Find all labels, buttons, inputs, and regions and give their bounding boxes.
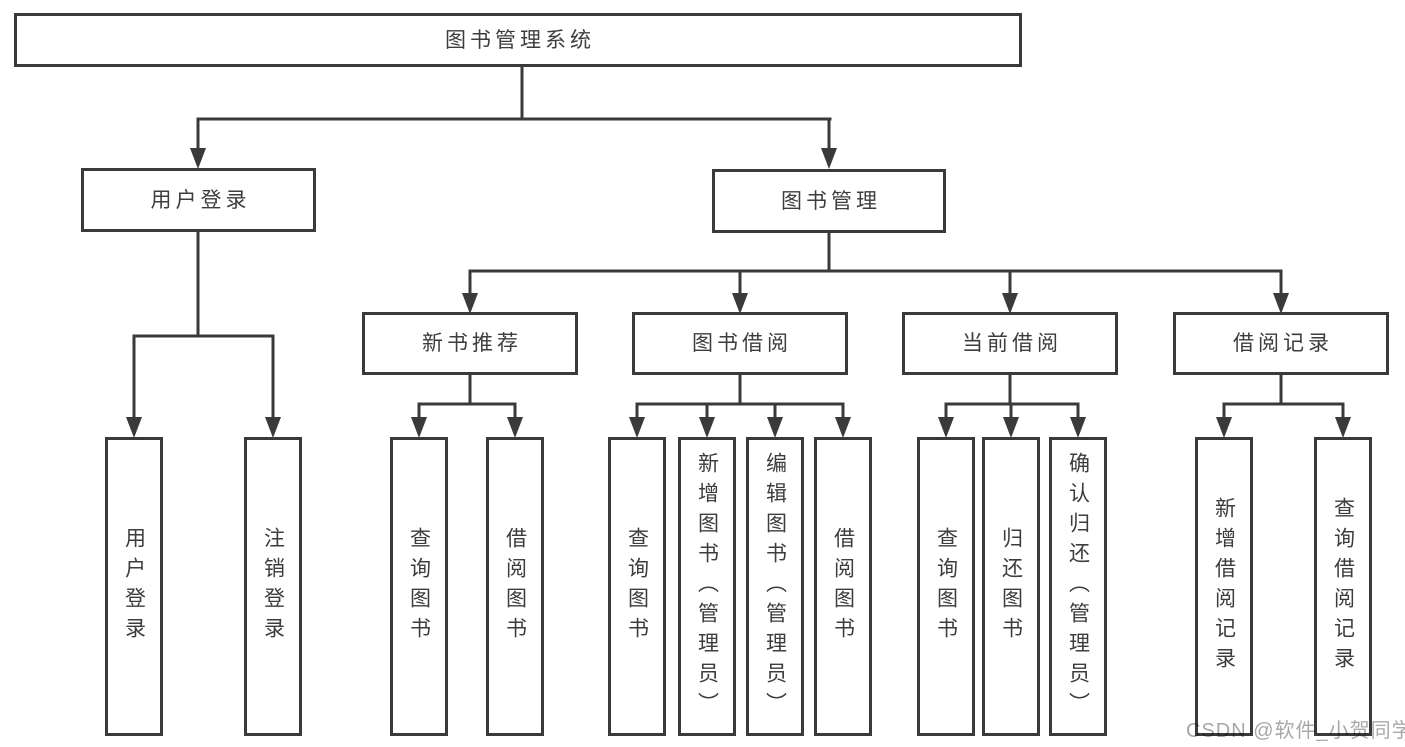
node-borrowing-records-label: 借阅记录	[1233, 332, 1333, 355]
node-new-book-recommendation: 新书推荐	[362, 312, 578, 375]
node-current-borrowing-label: 当前借阅	[962, 332, 1062, 355]
leaf-cb-query-books: 查询图书	[917, 437, 975, 736]
leaf-br-add-borrow-record: 新增借阅记录	[1195, 437, 1253, 736]
leaf-nbr-borrow-books-label: 借阅图书	[503, 526, 527, 647]
leaf-cb-return-books: 归还图书	[982, 437, 1040, 736]
leaf-bb-add-books-admin-label: 新增图书（管理员）	[695, 451, 719, 722]
csdn-watermark: CSDN @软件_小贺同学	[1186, 720, 1405, 742]
node-book-borrowing: 图书借阅	[632, 312, 848, 375]
node-root-label: 图书管理系统	[445, 28, 595, 52]
leaf-br-query-borrow-record-label: 查询借阅记录	[1331, 496, 1355, 677]
leaf-br-add-borrow-record-label: 新增借阅记录	[1212, 496, 1236, 677]
leaf-user-login: 用户登录	[105, 437, 163, 736]
node-new-book-recommendation-label: 新书推荐	[422, 332, 522, 355]
leaf-bb-add-books-admin: 新增图书（管理员）	[678, 437, 736, 736]
leaf-br-query-borrow-record: 查询借阅记录	[1314, 437, 1372, 736]
leaf-cb-return-books-label: 归还图书	[999, 526, 1023, 647]
node-book-management: 图书管理	[712, 169, 946, 233]
leaf-user-login-label: 用户登录	[122, 526, 146, 647]
node-borrowing-records: 借阅记录	[1173, 312, 1389, 375]
leaf-bb-borrow-books: 借阅图书	[814, 437, 872, 736]
leaf-nbr-query-books: 查询图书	[390, 437, 448, 736]
node-book-borrowing-label: 图书借阅	[692, 332, 792, 355]
leaf-bb-query-books-label: 查询图书	[625, 526, 649, 647]
leaf-bb-query-books: 查询图书	[608, 437, 666, 736]
leaf-nbr-query-books-label: 查询图书	[407, 526, 431, 647]
node-current-borrowing: 当前借阅	[902, 312, 1118, 375]
node-root: 图书管理系统	[14, 13, 1022, 67]
leaf-cb-query-books-label: 查询图书	[934, 526, 958, 647]
leaf-nbr-borrow-books: 借阅图书	[486, 437, 544, 736]
leaf-bb-edit-books-admin: 编辑图书（管理员）	[746, 437, 804, 736]
leaf-logout-login-label: 注销登录	[261, 526, 285, 647]
leaf-cb-confirm-return-admin-label: 确认归还（管理员）	[1066, 451, 1090, 722]
leaf-bb-borrow-books-label: 借阅图书	[831, 526, 855, 647]
leaf-bb-edit-books-admin-label: 编辑图书（管理员）	[763, 451, 787, 722]
node-user-login-label: 用户登录	[150, 188, 251, 212]
leaf-logout-login: 注销登录	[244, 437, 302, 736]
leaf-cb-confirm-return-admin: 确认归还（管理员）	[1049, 437, 1107, 736]
node-user-login: 用户登录	[81, 168, 316, 232]
node-book-management-label: 图书管理	[781, 189, 881, 213]
